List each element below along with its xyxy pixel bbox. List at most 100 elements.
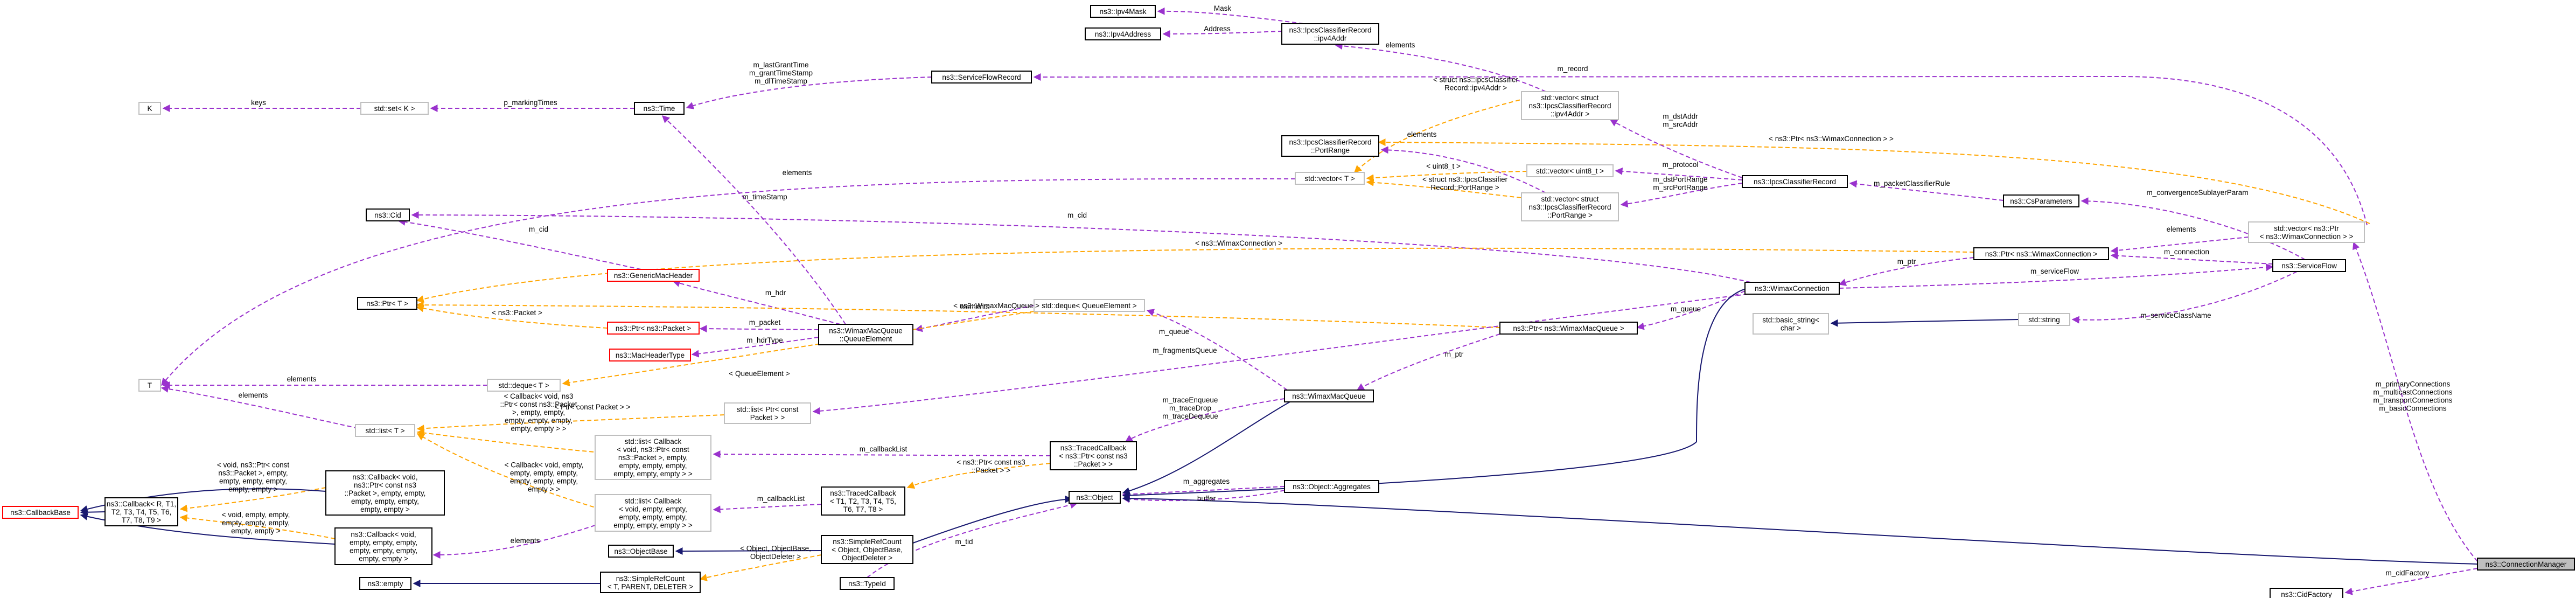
class-node-ptr_packet[interactable]: ns3::Ptr< ns3::Packet > <box>607 322 700 335</box>
edge-label-keys: keys <box>251 99 266 107</box>
edge-label-markingtimes: p_markingTimes <box>504 99 557 107</box>
edge-elements_t <box>161 178 1296 386</box>
class-node-label: ns3::Ipv4Address <box>1095 30 1151 38</box>
edge-dstaddr <box>1609 119 1743 178</box>
class-node-vec_ptr_wimaxconn[interactable]: std::vector< ns3::Ptr< ns3::WimaxConnect… <box>2248 221 2365 243</box>
class-node-list_t[interactable]: std::list< T > <box>355 424 415 437</box>
edges-layer <box>80 7 2478 595</box>
class-node-label: ns3::IpcsClassifierRecord <box>1754 178 1836 186</box>
class-node-label: std::deque< QueueElement > <box>1042 302 1136 310</box>
class-node-ipcs_ipv4addr[interactable]: ns3::IpcsClassifierRecord::ipv4Addr <box>1281 23 1379 45</box>
class-node-serviceflow[interactable]: ns3::ServiceFlow <box>2272 259 2346 272</box>
edge-label-elements_qe: elements <box>960 303 990 311</box>
class-node-callbackbase[interactable]: ns3::CallbackBase <box>2 506 79 519</box>
class-node-simplerefcount_obj[interactable]: ns3::SimpleRefCount< Object, ObjectBase,… <box>821 535 913 564</box>
edge-label-ptr_wc_vec: < ns3::Ptr< ns3::WimaxConnection > > <box>1769 135 1894 143</box>
edge-label-uint8: < uint8_t > <box>1426 162 1461 170</box>
class-node-label: std::deque< T > <box>498 381 549 390</box>
class-node-wimaxconnection[interactable]: ns3::WimaxConnection <box>1744 282 1840 295</box>
edge-label-elements_t: elements <box>783 169 812 177</box>
edge-label-convergence: m_convergenceSublayerParam <box>2146 189 2248 197</box>
class-node-connectionmanager[interactable]: ns3::ConnectionManager <box>2477 558 2575 571</box>
class-node-deque_t[interactable]: std::deque< T > <box>487 379 561 392</box>
class-node-vec_t[interactable]: std::vector< T > <box>1295 172 1365 185</box>
class-node-objectaggregates[interactable]: ns3::Object::Aggregates <box>1284 480 1379 493</box>
class-node-tracedcallback2[interactable]: ns3::TracedCallback< T1, T2, T3, T4, T5,… <box>821 486 905 516</box>
class-node-simplerefcount_t[interactable]: ns3::SimpleRefCount< T, PARENT, DELETER … <box>600 572 701 593</box>
class-node-serviceflowrecord[interactable]: ns3::ServiceFlowRecord <box>931 71 1032 84</box>
edge-callbacklist2 <box>713 504 822 513</box>
edge-hdrtype <box>691 337 819 358</box>
class-node-list_callback2[interactable]: std::list< Callback< void, empty, empty,… <box>595 494 711 532</box>
class-node-label: std::list< Callback< void, empty, empty,… <box>613 497 693 530</box>
class-node-set_k[interactable]: std::set< K > <box>360 102 429 115</box>
edge-label-queueelement: < QueueElement > <box>729 370 790 378</box>
edge-lastgrant <box>686 77 932 109</box>
class-node-string[interactable]: std::string <box>2018 313 2070 326</box>
class-node-ipcsclassifierrecord[interactable]: ns3::IpcsClassifierRecord <box>1742 175 1848 188</box>
class-node-queueelement[interactable]: ns3::WimaxMacQueue::QueueElement <box>818 324 913 345</box>
edge-cid2 <box>397 218 641 270</box>
class-node-label: std::list< Callback< void, ns3::Ptr< con… <box>613 437 693 478</box>
edge-convergence <box>2081 197 2306 260</box>
class-node-vec_uint8[interactable]: std::vector< uint8_t > <box>1526 164 1614 177</box>
class-node-deque_qe[interactable]: std::deque< QueueElement > <box>1034 299 1145 312</box>
edge-callbacklist1 <box>713 450 1051 458</box>
class-node-time[interactable]: ns3::Time <box>634 102 685 115</box>
edge-label-callbacklist2: m_callbackList <box>757 495 805 503</box>
class-node-ipcs_portrange[interactable]: ns3::IpcsClassifierRecord::PortRange <box>1281 135 1379 157</box>
class-node-label: ns3::WimaxConnection <box>1755 284 1830 293</box>
class-node-empty[interactable]: ns3::empty <box>359 577 411 590</box>
class-node-cid[interactable]: ns3::Cid <box>366 208 410 221</box>
class-node-genericmacheader[interactable]: ns3::GenericMacHeader <box>607 269 700 282</box>
edge-cb_voidpkt <box>416 429 601 453</box>
class-node-cidfactory[interactable]: ns3::CidFactory <box>2270 588 2343 598</box>
class-node-ptr_t[interactable]: ns3::Ptr< T > <box>357 297 417 310</box>
edge-elements_cb <box>432 525 596 559</box>
class-node-csparameters[interactable]: ns3::CsParameters <box>2003 194 2079 207</box>
edge-label-connection: m_connection <box>2164 248 2209 256</box>
class-node-k[interactable]: K <box>138 102 161 115</box>
edge-dstport <box>1620 183 1743 208</box>
class-node-ptr_wimaxconn[interactable]: ns3::Ptr< ns3::WimaxConnection > <box>1973 247 2109 260</box>
class-node-ipv4address[interactable]: ns3::Ipv4Address <box>1085 27 1161 40</box>
class-node-typeid[interactable]: ns3::TypeId <box>840 577 895 590</box>
class-node-label: ns3::ServiceFlow <box>2281 262 2337 270</box>
edge-protocol <box>1615 167 1743 180</box>
edge-inheritance <box>912 495 1073 544</box>
class-node-ipv4mask[interactable]: ns3::Ipv4Mask <box>1090 5 1156 18</box>
edge-elements_ipv4 <box>1335 42 1546 92</box>
edge-connection <box>2110 252 2273 265</box>
class-node-tracedcallback1[interactable]: ns3::TracedCallback< ns3::Ptr< const ns3… <box>1050 441 1137 470</box>
class-node-label: ns3::Object <box>1076 493 1113 502</box>
class-node-label: ns3::CsParameters <box>2010 197 2072 205</box>
class-node-wimaxmacqueue[interactable]: ns3::WimaxMacQueue <box>1284 390 1374 402</box>
class-node-label: std::set< K > <box>374 105 415 113</box>
class-node-list_callback1[interactable]: std::list< Callback< void, ns3::Ptr< con… <box>595 435 711 480</box>
edge-elements_t3 <box>160 385 359 429</box>
class-node-t[interactable]: T <box>138 379 161 392</box>
class-node-macheadertype[interactable]: ns3::MacHeaderType <box>609 349 691 361</box>
edge-label-elements_t3: elements <box>239 391 268 399</box>
class-node-label: ns3::TracedCallback< ns3::Ptr< const ns3… <box>1059 444 1128 468</box>
edge-ptr_wc_vec <box>1378 138 2370 224</box>
class-node-callback_void_empty[interactable]: ns3::Callback< void,empty, empty, empty,… <box>334 527 432 565</box>
class-node-basic_string[interactable]: std::basic_string<char > <box>1753 313 1829 335</box>
edge-label-queue1: m_queue <box>1671 305 1701 313</box>
class-node-callback_void_pkt[interactable]: ns3::Callback< void,ns3::Ptr< const ns3:… <box>325 470 445 516</box>
edge-packet_lbl <box>416 304 608 329</box>
class-node-label: ns3::TracedCallback< T1, T2, T3, T4, T5,… <box>830 489 896 513</box>
class-node-callback_t[interactable]: ns3::Callback< R, T1,T2, T3, T4, T5, T6,… <box>104 497 178 526</box>
class-node-object[interactable]: ns3::Object <box>1069 491 1121 504</box>
class-node-label: ns3::WimaxMacQueue::QueueElement <box>829 327 903 343</box>
class-node-label: ns3::Time <box>644 105 675 113</box>
class-node-ptr_wimaxmacqueue[interactable]: ns3::Ptr< ns3::WimaxMacQueue > <box>1499 322 1638 335</box>
class-node-objectbase[interactable]: ns3::ObjectBase <box>608 545 674 558</box>
edge-label-elements_t2: elements <box>287 375 317 383</box>
